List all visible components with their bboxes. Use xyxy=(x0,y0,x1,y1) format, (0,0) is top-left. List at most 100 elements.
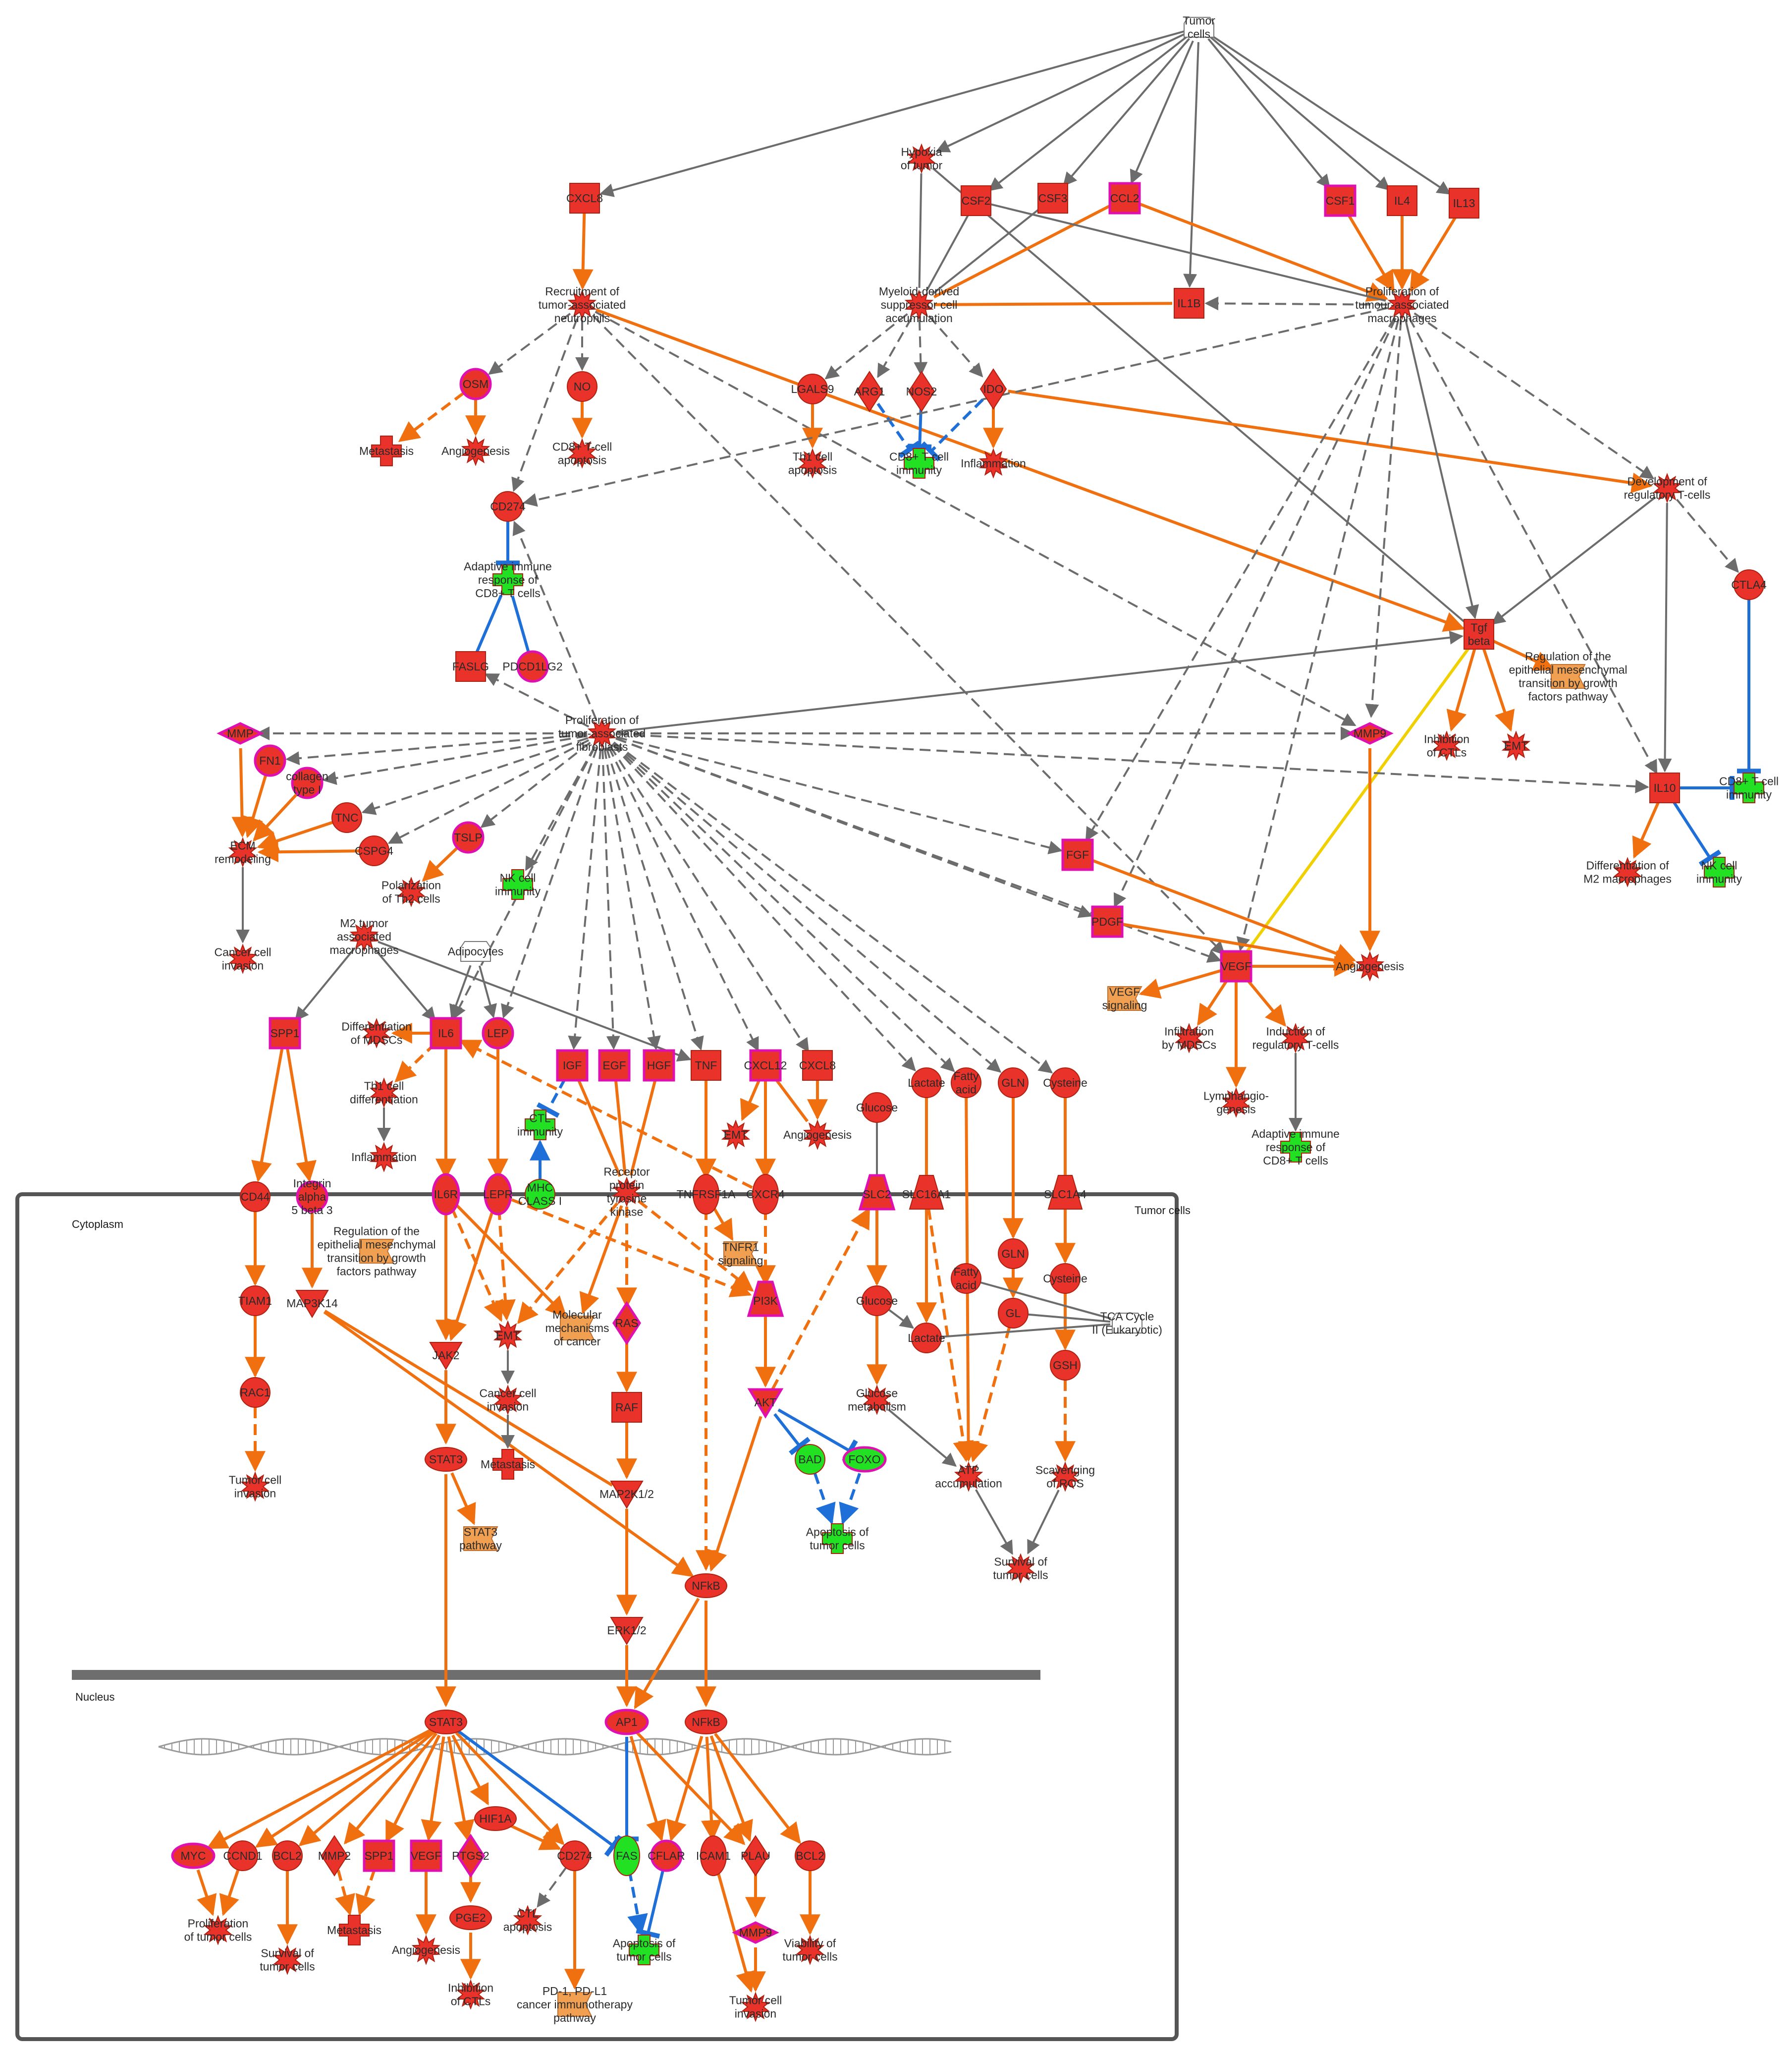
node-emt-mid[interactable]: EMT xyxy=(721,1119,751,1150)
node-mmp2[interactable]: MMP2 xyxy=(318,1835,351,1877)
node-erk[interactable]: ERK1/2 xyxy=(607,1617,647,1645)
node-arg1[interactable]: ARG1 xyxy=(854,371,885,412)
node-il6[interactable]: IL6 xyxy=(430,1017,462,1050)
node-gln-2[interactable]: GLN xyxy=(998,1238,1029,1269)
node-tnc[interactable]: TNC xyxy=(331,802,362,833)
node-gln-1[interactable]: GLN xyxy=(998,1067,1029,1098)
node-hif1a[interactable]: HIF1A xyxy=(474,1806,517,1831)
node-metastasis-2[interactable]: Metastasis xyxy=(481,1449,535,1480)
node-nfkb-cyto[interactable]: NFkB xyxy=(685,1573,727,1598)
node-fn1[interactable]: FN1 xyxy=(254,744,286,777)
node-lep[interactable]: LEP xyxy=(482,1017,514,1050)
node-mmp-caf[interactable]: MMP xyxy=(217,722,264,745)
node-inflam-1[interactable]: Inflammation xyxy=(961,448,1026,479)
node-cxcl8-mid[interactable]: CXCL8 xyxy=(799,1050,836,1081)
node-cflar[interactable]: CFLAR xyxy=(648,1839,685,1872)
node-slc2[interactable]: SLC2 xyxy=(858,1174,896,1211)
node-metastasis-3[interactable]: Metastasis xyxy=(327,1915,381,1945)
node-plau[interactable]: PLAU xyxy=(741,1835,770,1877)
node-bad[interactable]: BAD xyxy=(795,1444,825,1475)
node-cd274-top[interactable]: CD274 xyxy=(490,491,526,522)
node-lepr[interactable]: LEPR xyxy=(483,1173,513,1216)
node-lactate-1[interactable]: Lactate xyxy=(908,1067,945,1098)
node-slc1a4[interactable]: SLC1A4 xyxy=(1044,1175,1086,1210)
node-il6r[interactable]: IL6R xyxy=(432,1173,460,1216)
node-pdgf[interactable]: PDGF xyxy=(1091,905,1124,938)
node-tiam1[interactable]: TIAM1 xyxy=(238,1285,272,1316)
node-inflam-2[interactable]: Inflammation xyxy=(351,1142,417,1172)
node-cysteine-2[interactable]: Cysteine xyxy=(1043,1263,1087,1294)
node-angio-1[interactable]: Angiogenesis xyxy=(441,436,510,466)
node-ccl2[interactable]: CCL2 xyxy=(1108,182,1141,215)
node-akt[interactable]: AKT xyxy=(747,1388,784,1419)
node-il4[interactable]: IL4 xyxy=(1387,185,1417,216)
node-map3k14[interactable]: MAP3K14 xyxy=(286,1290,338,1318)
node-il13[interactable]: IL13 xyxy=(1449,188,1479,219)
node-spp1-top[interactable]: SPP1 xyxy=(269,1017,301,1050)
node-spp1-nuc[interactable]: SPP1 xyxy=(363,1839,395,1872)
node-igf[interactable]: IGF xyxy=(556,1049,589,1082)
node-glucose-2[interactable]: Glucose xyxy=(856,1285,898,1316)
node-lactate-2[interactable]: Lactate xyxy=(908,1323,945,1353)
node-bcl2-2[interactable]: BCL2 xyxy=(795,1840,825,1871)
node-csf2[interactable]: CSF2 xyxy=(961,185,991,216)
node-cysteine-1[interactable]: Cysteine xyxy=(1043,1067,1087,1098)
node-lymphangio[interactable]: Lymphangio-genesis xyxy=(1203,1087,1269,1118)
node-stat3-cyto[interactable]: STAT3 xyxy=(425,1447,467,1472)
node-cd274-nuc[interactable]: CD274 xyxy=(557,1840,593,1871)
node-ptgs2[interactable]: PTGS2 xyxy=(452,1833,489,1878)
node-vegf-nuc[interactable]: VEGF xyxy=(410,1839,442,1872)
node-ras[interactable]: RAS xyxy=(612,1301,641,1345)
node-angio-2[interactable]: Angiogenesis xyxy=(1336,951,1404,982)
node-egf[interactable]: EGF xyxy=(598,1049,631,1082)
node-metastasis-1[interactable]: Metastasis xyxy=(359,436,414,466)
node-no[interactable]: NO xyxy=(567,371,597,402)
node-gl[interactable]: GL xyxy=(998,1298,1029,1329)
node-ido[interactable]: IDO xyxy=(979,368,1007,410)
node-icam1[interactable]: ICAM1 xyxy=(696,1835,731,1876)
node-vegf-top[interactable]: VEGF xyxy=(1220,950,1252,983)
node-cd44[interactable]: CD44 xyxy=(240,1181,271,1212)
node-hgf[interactable]: HGF xyxy=(643,1049,675,1082)
node-angio-4[interactable]: Angiogenesis xyxy=(392,1935,460,1965)
node-ctla4[interactable]: CTLA4 xyxy=(1731,569,1767,600)
node-tnf[interactable]: TNF xyxy=(691,1050,721,1081)
node-fas[interactable]: FAS xyxy=(613,1835,640,1876)
node-angio-3[interactable]: Angiogenesis xyxy=(783,1119,852,1150)
